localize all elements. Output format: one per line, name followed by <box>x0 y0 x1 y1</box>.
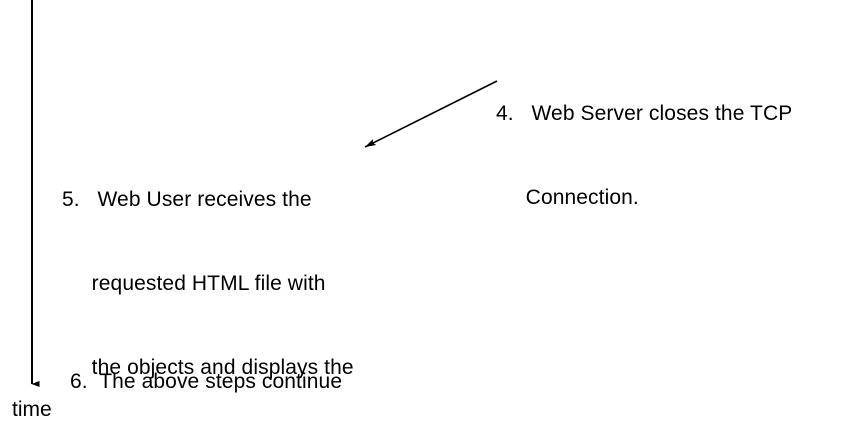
step-5-line-3: the objects and displays the <box>62 356 354 379</box>
step-4-line-1: 4. Web Server closes the TCP <box>496 102 793 125</box>
step-5-line-2: requested HTML file with <box>62 272 326 295</box>
step-6-text-block: 6. The above steps continue for the refe… <box>70 312 362 432</box>
step-4-text-block: 4. Web Server closes the TCP Connection. <box>496 44 792 268</box>
step-6-line-1: 6. The above steps continue <box>70 370 343 393</box>
step4-to-step5-arrow <box>364 80 498 148</box>
step-5-text-block: 5. Web User receives the requested HTML … <box>62 130 354 432</box>
step-5-line-1: 5. Web User receives the <box>62 188 312 211</box>
time-axis-label: time <box>12 398 52 421</box>
step-4-line-2: Connection. <box>496 186 639 209</box>
